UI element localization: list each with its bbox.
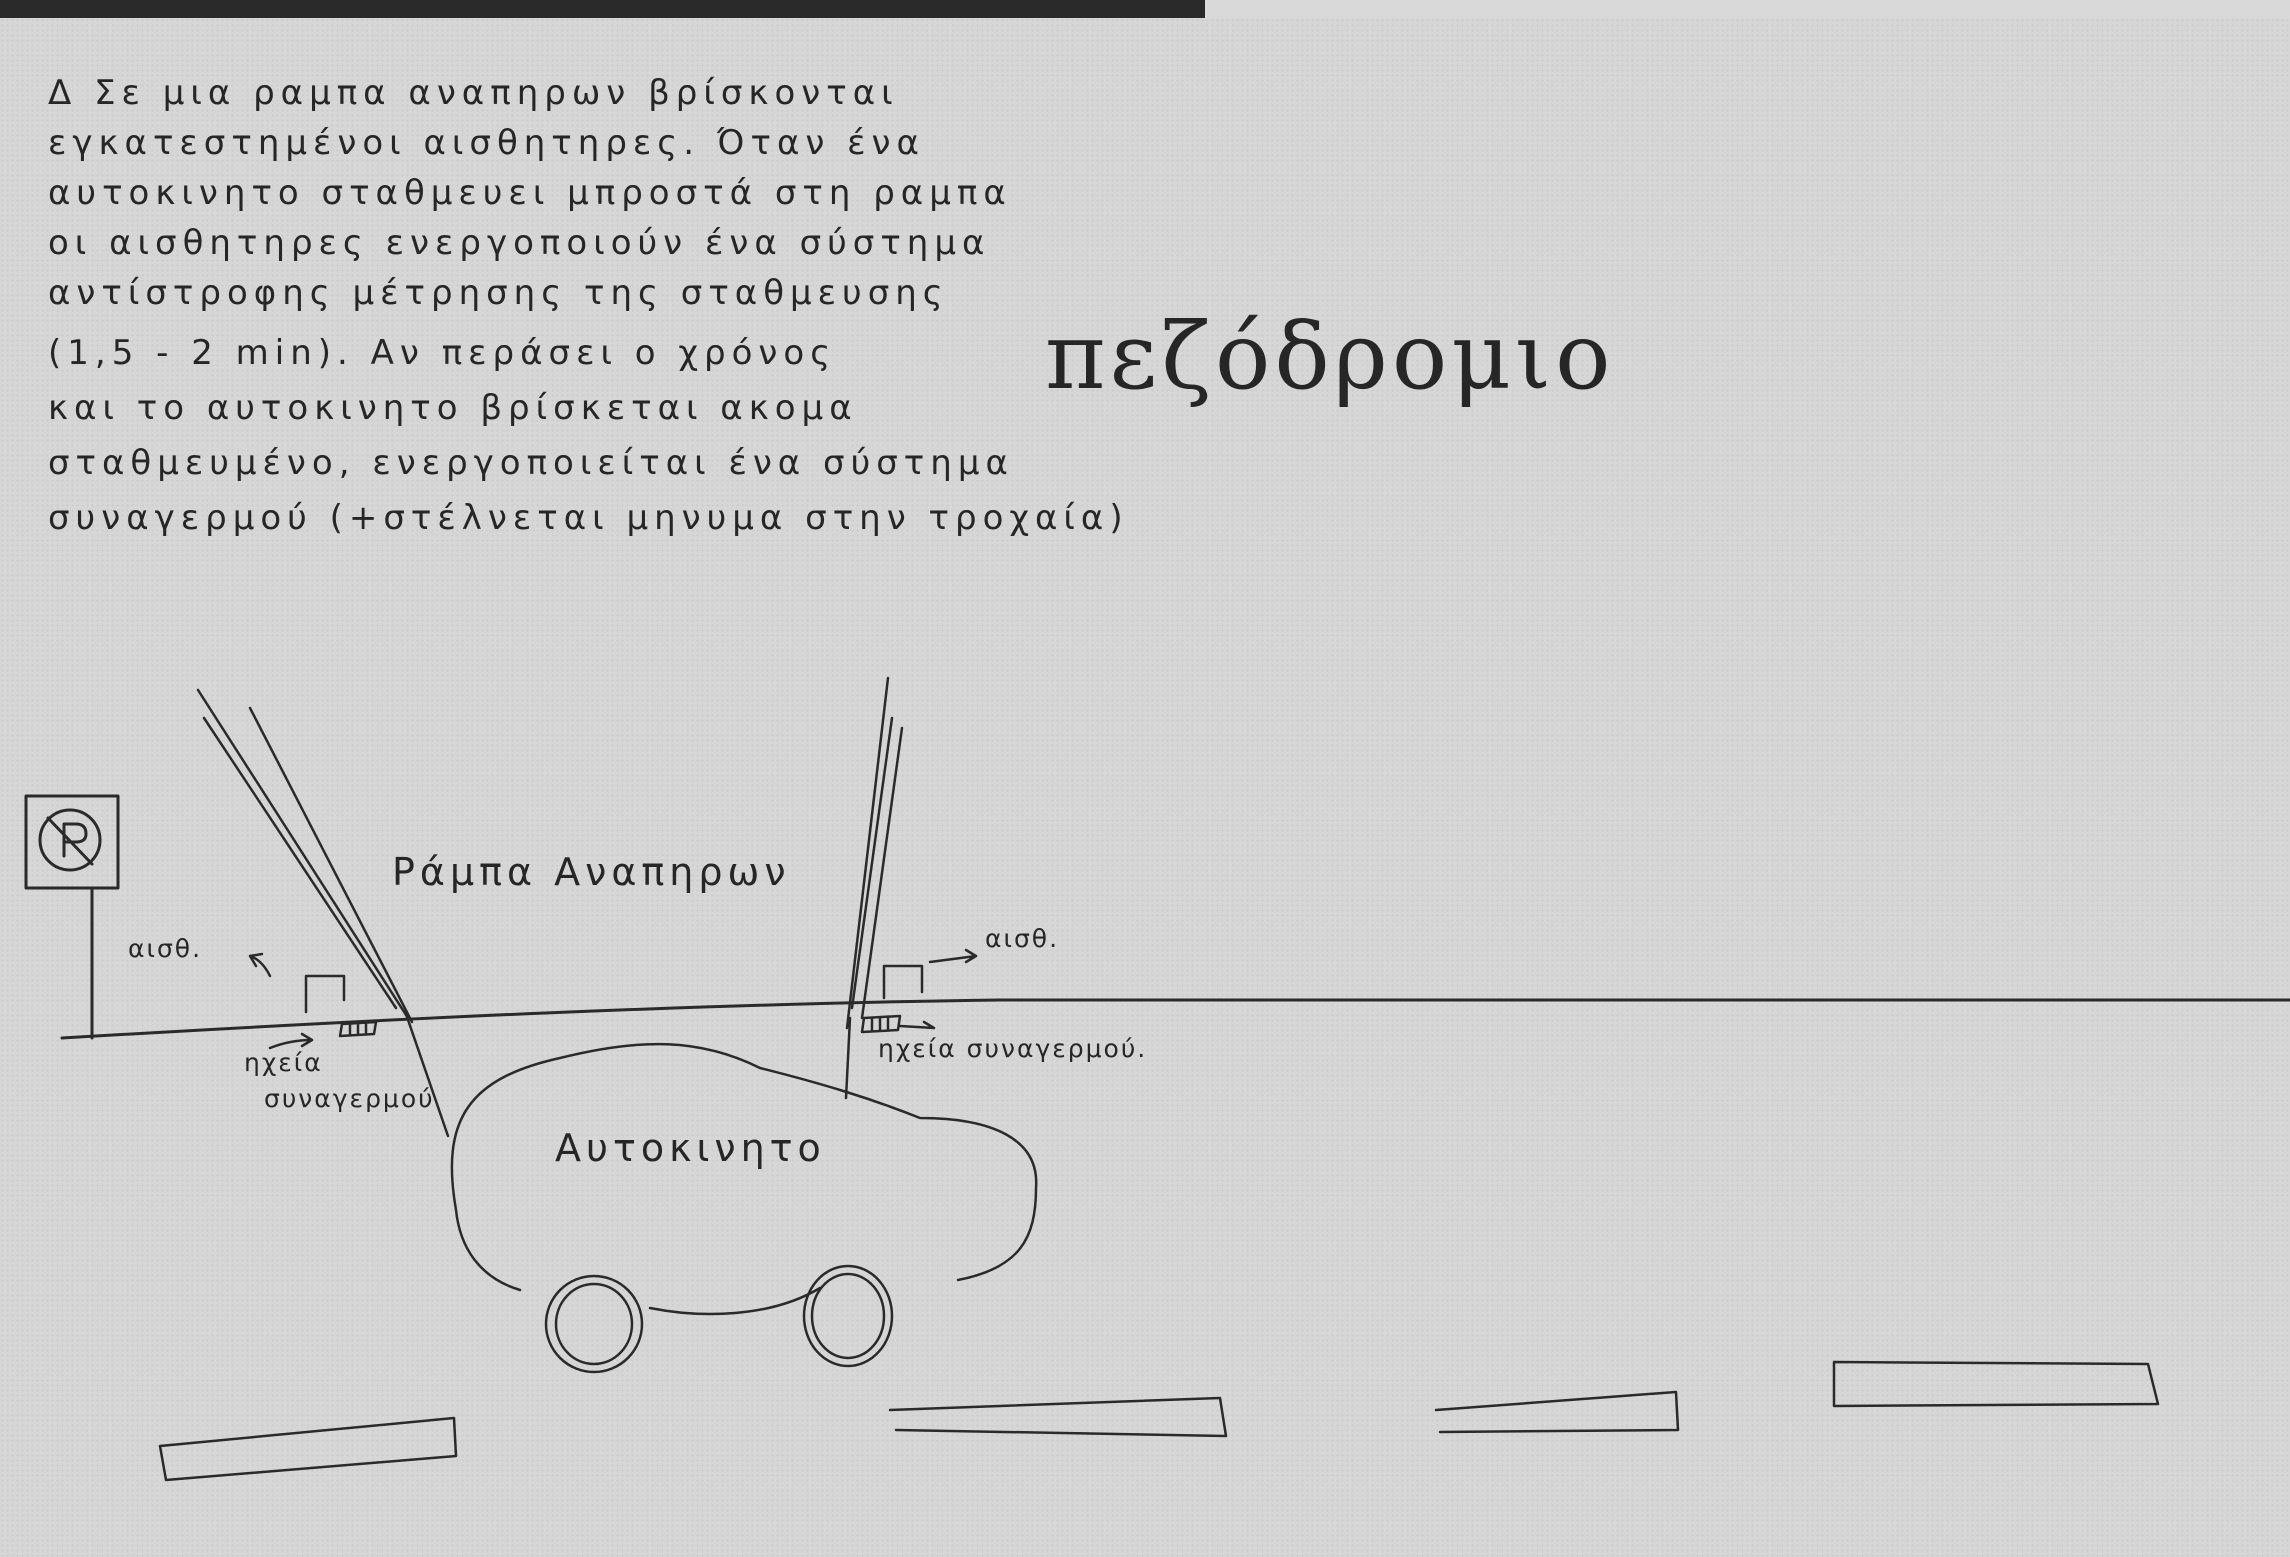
description-line: και το αυτοκινητο βρίσκεται ακομα [48,388,858,428]
description-line: αντίστροφης μέτρησης της σταθμευσης [48,273,949,313]
description-line: (1,5 - 2 min). Αν περάσει ο χρόνος [48,333,837,373]
sensor-right-label: αισθ. [985,924,1060,953]
car-label: Αυτοκινητο [555,1126,826,1170]
description-line: αυτοκινητο σταθμευει μπροστά στη ραμπα [48,173,1012,213]
side-note-sidewalk: πεζόδρομιο [1045,303,1615,410]
ramp-left-edge [196,688,450,1138]
sensor-right-box [860,948,978,1034]
speaker-right-label: ηχεία συναγερμού. [878,1034,1148,1063]
speaker-left-label-1: ηχεία [244,1048,323,1077]
sensor-left-label: αισθ. [128,934,203,963]
adjacent-page-edge [1205,0,2290,22]
no-parking-sign-icon [24,794,120,1040]
description-line: οι αισθητηρες ενεργοποιούν ένα σύστημα [48,223,991,263]
ramp-right-edge [844,676,904,1100]
description-line: συναγερμού (+στέλνεται μηνυμα στην τροχα… [48,498,1129,538]
car-drawing [450,1042,1038,1374]
road-dashes [158,1360,2160,1482]
description-line: Δ Σε μια ραμπα αναπηρων βρίσκονται [48,73,899,113]
sensor-left-box [248,952,378,1050]
speaker-left-label-2: συναγερμού [264,1084,435,1113]
description-line: εγκατεστημένοι αισθητηρες. Όταν ένα [48,123,925,163]
sketch-drawing [24,676,2290,1482]
photo-background-strip [0,0,2290,22]
ramp-label: Ράμπα Αναπηρων [392,850,791,894]
description-line: σταθμευμένο, ενεργοποιείται ένα σύστημα [48,443,1014,483]
curb-line [60,995,2290,1040]
paper-sheet: Δ Σε μια ραμπα αναπηρων βρίσκονται εγκατ… [0,18,2290,1557]
